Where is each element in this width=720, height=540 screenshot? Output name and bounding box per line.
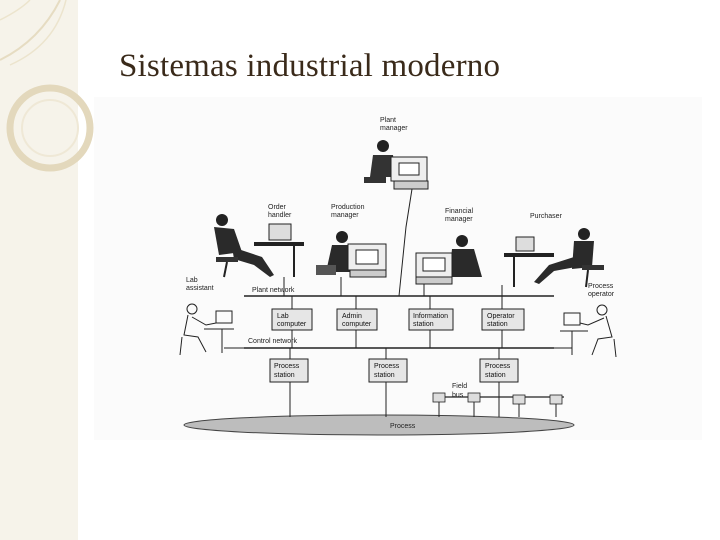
process-station-box-2 — [368, 358, 408, 383]
financial-manager-label-2: manager — [445, 216, 473, 223]
decorative-swirl — [0, 0, 94, 172]
admin-computer-label-1: Admin — [342, 313, 362, 320]
operator-station-label-1: Operator — [487, 313, 515, 320]
lab-assistant-label-2: assistant — [186, 285, 214, 292]
process-operator-figure — [560, 304, 617, 358]
production-manager-label-1: Production — [331, 204, 365, 211]
slide-title: Sistemas industrial moderno — [119, 48, 501, 84]
production-manager-figure — [316, 231, 387, 278]
lab-assistant-figure — [179, 303, 234, 356]
plant-manager-label-2: manager — [380, 125, 408, 132]
lab-computer-label-2: computer — [277, 321, 307, 328]
purchaser-label: Purchaser — [530, 213, 563, 220]
process-station-2-label-2: station — [374, 372, 395, 379]
purchaser-figure — [504, 228, 604, 288]
process-ellipse — [183, 414, 575, 436]
information-station-label-2: station — [413, 321, 434, 328]
field-bus-label-1: Field — [452, 383, 467, 390]
information-station-box — [408, 308, 454, 331]
plant-network-label: Plant network — [252, 287, 295, 294]
production-manager-label-2: manager — [331, 212, 359, 219]
operator-station-box — [481, 308, 525, 331]
process-operator-label-1: Process — [588, 283, 614, 290]
process-station-2-label-1: Process — [374, 363, 400, 370]
process-label: Process — [390, 423, 416, 430]
plant-manager-label-1: Plant — [380, 117, 396, 124]
admin-computer-label-2: computer — [342, 321, 372, 328]
process-station-3-label-1: Process — [485, 363, 511, 370]
process-station-1-label-1: Process — [274, 363, 300, 370]
admin-computer-box — [336, 308, 378, 331]
operator-station-label-2: station — [487, 321, 508, 328]
order-handler-label-1: Order — [268, 204, 287, 211]
connection-lines — [224, 188, 572, 417]
order-handler-label-2: handler — [268, 212, 292, 219]
control-network-label: Control network — [248, 338, 298, 345]
information-station-label-1: Information — [413, 313, 448, 320]
process-station-box-1 — [269, 358, 309, 383]
lab-assistant-label-1: Lab — [186, 277, 198, 284]
financial-manager-label-1: Financial — [445, 208, 473, 215]
process-station-3-label-2: station — [485, 372, 506, 379]
field-bus-label-2: bus — [452, 392, 464, 399]
process-station-box-3 — [479, 358, 519, 383]
process-station-1-label-2: station — [274, 372, 295, 379]
order-handler-figure — [214, 214, 304, 278]
industrial-network-diagram: Lab computer Admin computer Information … — [94, 97, 702, 440]
financial-manager-figure — [415, 235, 482, 285]
lab-computer-box — [271, 308, 313, 331]
process-operator-label-2: operator — [588, 291, 615, 298]
lab-computer-label-1: Lab — [277, 313, 289, 320]
field-devices — [432, 392, 563, 405]
plant-manager-figure — [364, 140, 429, 190]
